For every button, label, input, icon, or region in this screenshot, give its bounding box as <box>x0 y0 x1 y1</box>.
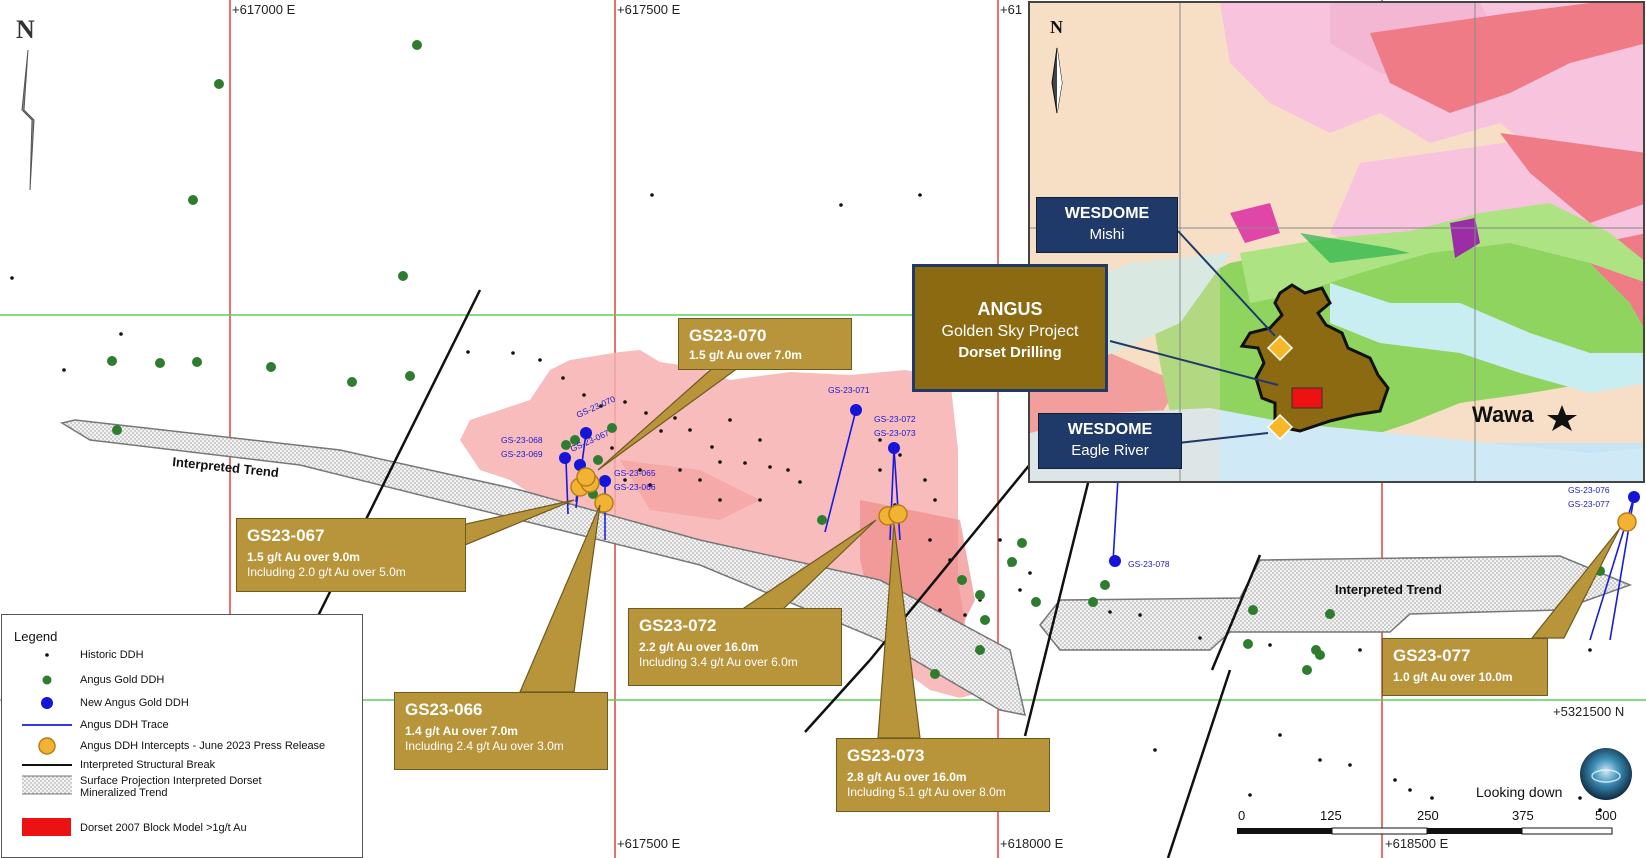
callout-gs23-066: GS23-066 1.4 g/t Au over 7.0m Including … <box>394 692 608 770</box>
block-model-icon <box>22 818 71 836</box>
hole-label: GS-23-076 <box>1568 485 1610 495</box>
legend-label: Angus DDH Intercepts - June 2023 Press R… <box>80 740 326 752</box>
scale-tick: 0 <box>1238 808 1246 823</box>
wesdome-title: WESDOME <box>1064 205 1150 222</box>
intercept-icon <box>38 737 56 755</box>
legend-label: Historic DDH <box>80 649 144 661</box>
hole-label: GS-23-068 <box>501 435 543 445</box>
angus-detail: Dorset Drilling <box>958 343 1062 361</box>
northing-label: +5321500 N <box>1553 704 1624 719</box>
callout-title: GS23-067 <box>247 526 325 545</box>
wesdome-eagle-box: WESDOME Eagle River <box>1038 413 1182 469</box>
legend-label: Angus Gold DDH <box>80 674 165 686</box>
inset-north-arrow-icon <box>1051 47 1063 114</box>
scale-tick: 375 <box>1512 808 1534 823</box>
historic-ddh-layer <box>10 193 1602 812</box>
wesdome-site: Mishi <box>1089 225 1125 243</box>
interpreted-trend-polygons <box>60 419 1633 716</box>
hole-label: GS-23-077 <box>1568 499 1610 509</box>
north-arrow-icon: N <box>16 15 35 191</box>
legend-item: Interpreted Structural Break <box>2 756 362 774</box>
callout-title: GS23-070 <box>689 326 767 345</box>
easting-label: +617500 E <box>617 836 681 851</box>
scale-tick: 125 <box>1320 808 1342 823</box>
structural-break-icon <box>22 764 72 766</box>
orientation-globe-icon <box>1580 748 1632 800</box>
trend-pattern-icon <box>22 775 72 795</box>
callout-including: Including 3.4 g/t Au over 6.0m <box>639 655 798 670</box>
legend-item: Angus DDH Intercepts - June 2023 Press R… <box>2 737 362 755</box>
callout-including: Including 2.4 g/t Au over 3.0m <box>405 739 564 754</box>
callout-gs23-067: GS23-067 1.5 g/t Au over 9.0m Including … <box>236 518 466 592</box>
scale-tick: 250 <box>1417 808 1439 823</box>
historic-ddh-icon <box>45 653 49 657</box>
inset-geology <box>1030 3 1643 481</box>
legend-title: Legend <box>14 629 58 644</box>
trend-label: Interpreted Trend <box>1335 582 1442 597</box>
hole-label: GS-23-069 <box>501 449 543 459</box>
callout-gs23-070: GS23-070 1.5 g/t Au over 7.0m <box>678 318 852 370</box>
angus-ddh-icon <box>42 675 52 685</box>
legend-label: New Angus Gold DDH <box>80 697 189 709</box>
callout-grade: 1.5 g/t Au over 7.0m <box>689 348 802 363</box>
legend-item: Angus Gold DDH <box>2 671 362 689</box>
intercept-layer <box>570 467 1637 532</box>
angus-project-box: ANGUS Golden Sky Project Dorset Drilling <box>912 264 1108 392</box>
scale-bar <box>1237 827 1613 835</box>
hole-label: GS-23-072 <box>874 414 916 424</box>
legend-item: New Angus Gold DDH <box>2 694 362 712</box>
callout-grade: 1.5 g/t Au over 9.0m <box>247 550 360 565</box>
callout-gs23-073: GS23-073 2.8 g/t Au over 16.0m Including… <box>836 738 1050 812</box>
callout-title: GS23-073 <box>847 746 925 765</box>
angus-project: Golden Sky Project <box>941 323 1079 341</box>
svg-text:N: N <box>16 15 35 44</box>
easting-label: +617000 E <box>232 2 296 17</box>
hole-label: GS-23-073 <box>874 428 916 438</box>
inset-north-letter: N <box>1050 17 1063 37</box>
hole-label: GS-23-065 <box>614 468 656 478</box>
callout-grade: 2.2 g/t Au over 16.0m <box>639 640 759 655</box>
callout-gs23-077: GS23-077 1.0 g/t Au over 10.0m <box>1382 638 1548 696</box>
view-direction-label: Looking down <box>1476 784 1563 800</box>
wesdome-title: WESDOME <box>1067 421 1153 438</box>
legend-label: Angus DDH Trace <box>80 719 169 731</box>
new-ddh-icon <box>41 697 53 709</box>
callout-including: Including 2.0 g/t Au over 5.0m <box>247 565 406 580</box>
town-star-icon <box>1547 405 1577 431</box>
callout-grade: 2.8 g/t Au over 16.0m <box>847 770 967 785</box>
easting-label: +618000 E <box>1000 836 1064 851</box>
callout-including: Including 5.1 g/t Au over 8.0m <box>847 785 1006 800</box>
callout-title: GS23-077 <box>1393 646 1471 665</box>
scale-tick: 500 <box>1595 808 1617 823</box>
wesdome-site: Eagle River <box>1071 441 1149 459</box>
legend-item: Angus DDH Trace <box>2 716 362 734</box>
legend-item: Dorset 2007 Block Model >1g/t Au <box>2 818 362 836</box>
wesdome-mishi-box: WESDOME Mishi <box>1036 197 1178 253</box>
easting-label: +61 <box>1000 2 1022 17</box>
hole-label: GS-23-078 <box>1128 559 1170 569</box>
legend-label: Interpreted Structural Break <box>80 759 216 771</box>
callout-grade: 1.4 g/t Au over 7.0m <box>405 724 518 739</box>
ddh-trace-icon <box>22 724 72 726</box>
angus-title: ANGUS <box>977 299 1043 319</box>
town-label: Wawa <box>1472 402 1534 427</box>
legend-label: Surface Projection Interpreted Dorset Mi… <box>80 775 262 799</box>
callout-grade: 1.0 g/t Au over 10.0m <box>1393 670 1513 685</box>
legend-item: Historic DDH <box>2 646 362 664</box>
callout-title: GS23-072 <box>639 616 717 635</box>
legend-item: Surface Projection Interpreted Dorset Mi… <box>2 774 362 804</box>
easting-label: +617500 E <box>617 2 681 17</box>
callout-pointers <box>447 364 1621 739</box>
legend-label: Dorset 2007 Block Model >1g/t Au <box>80 822 247 834</box>
legend: Legend Historic DDH Angus Gold DDH New A… <box>1 614 363 858</box>
hole-label: GS-23-071 <box>828 385 870 395</box>
inset-map: N <box>1028 1 1645 483</box>
easting-label: +618500 E <box>1385 836 1449 851</box>
callout-gs23-072: GS23-072 2.2 g/t Au over 16.0m Including… <box>628 608 842 686</box>
callout-title: GS23-066 <box>405 700 483 719</box>
hole-label: GS-23-066 <box>614 482 656 492</box>
